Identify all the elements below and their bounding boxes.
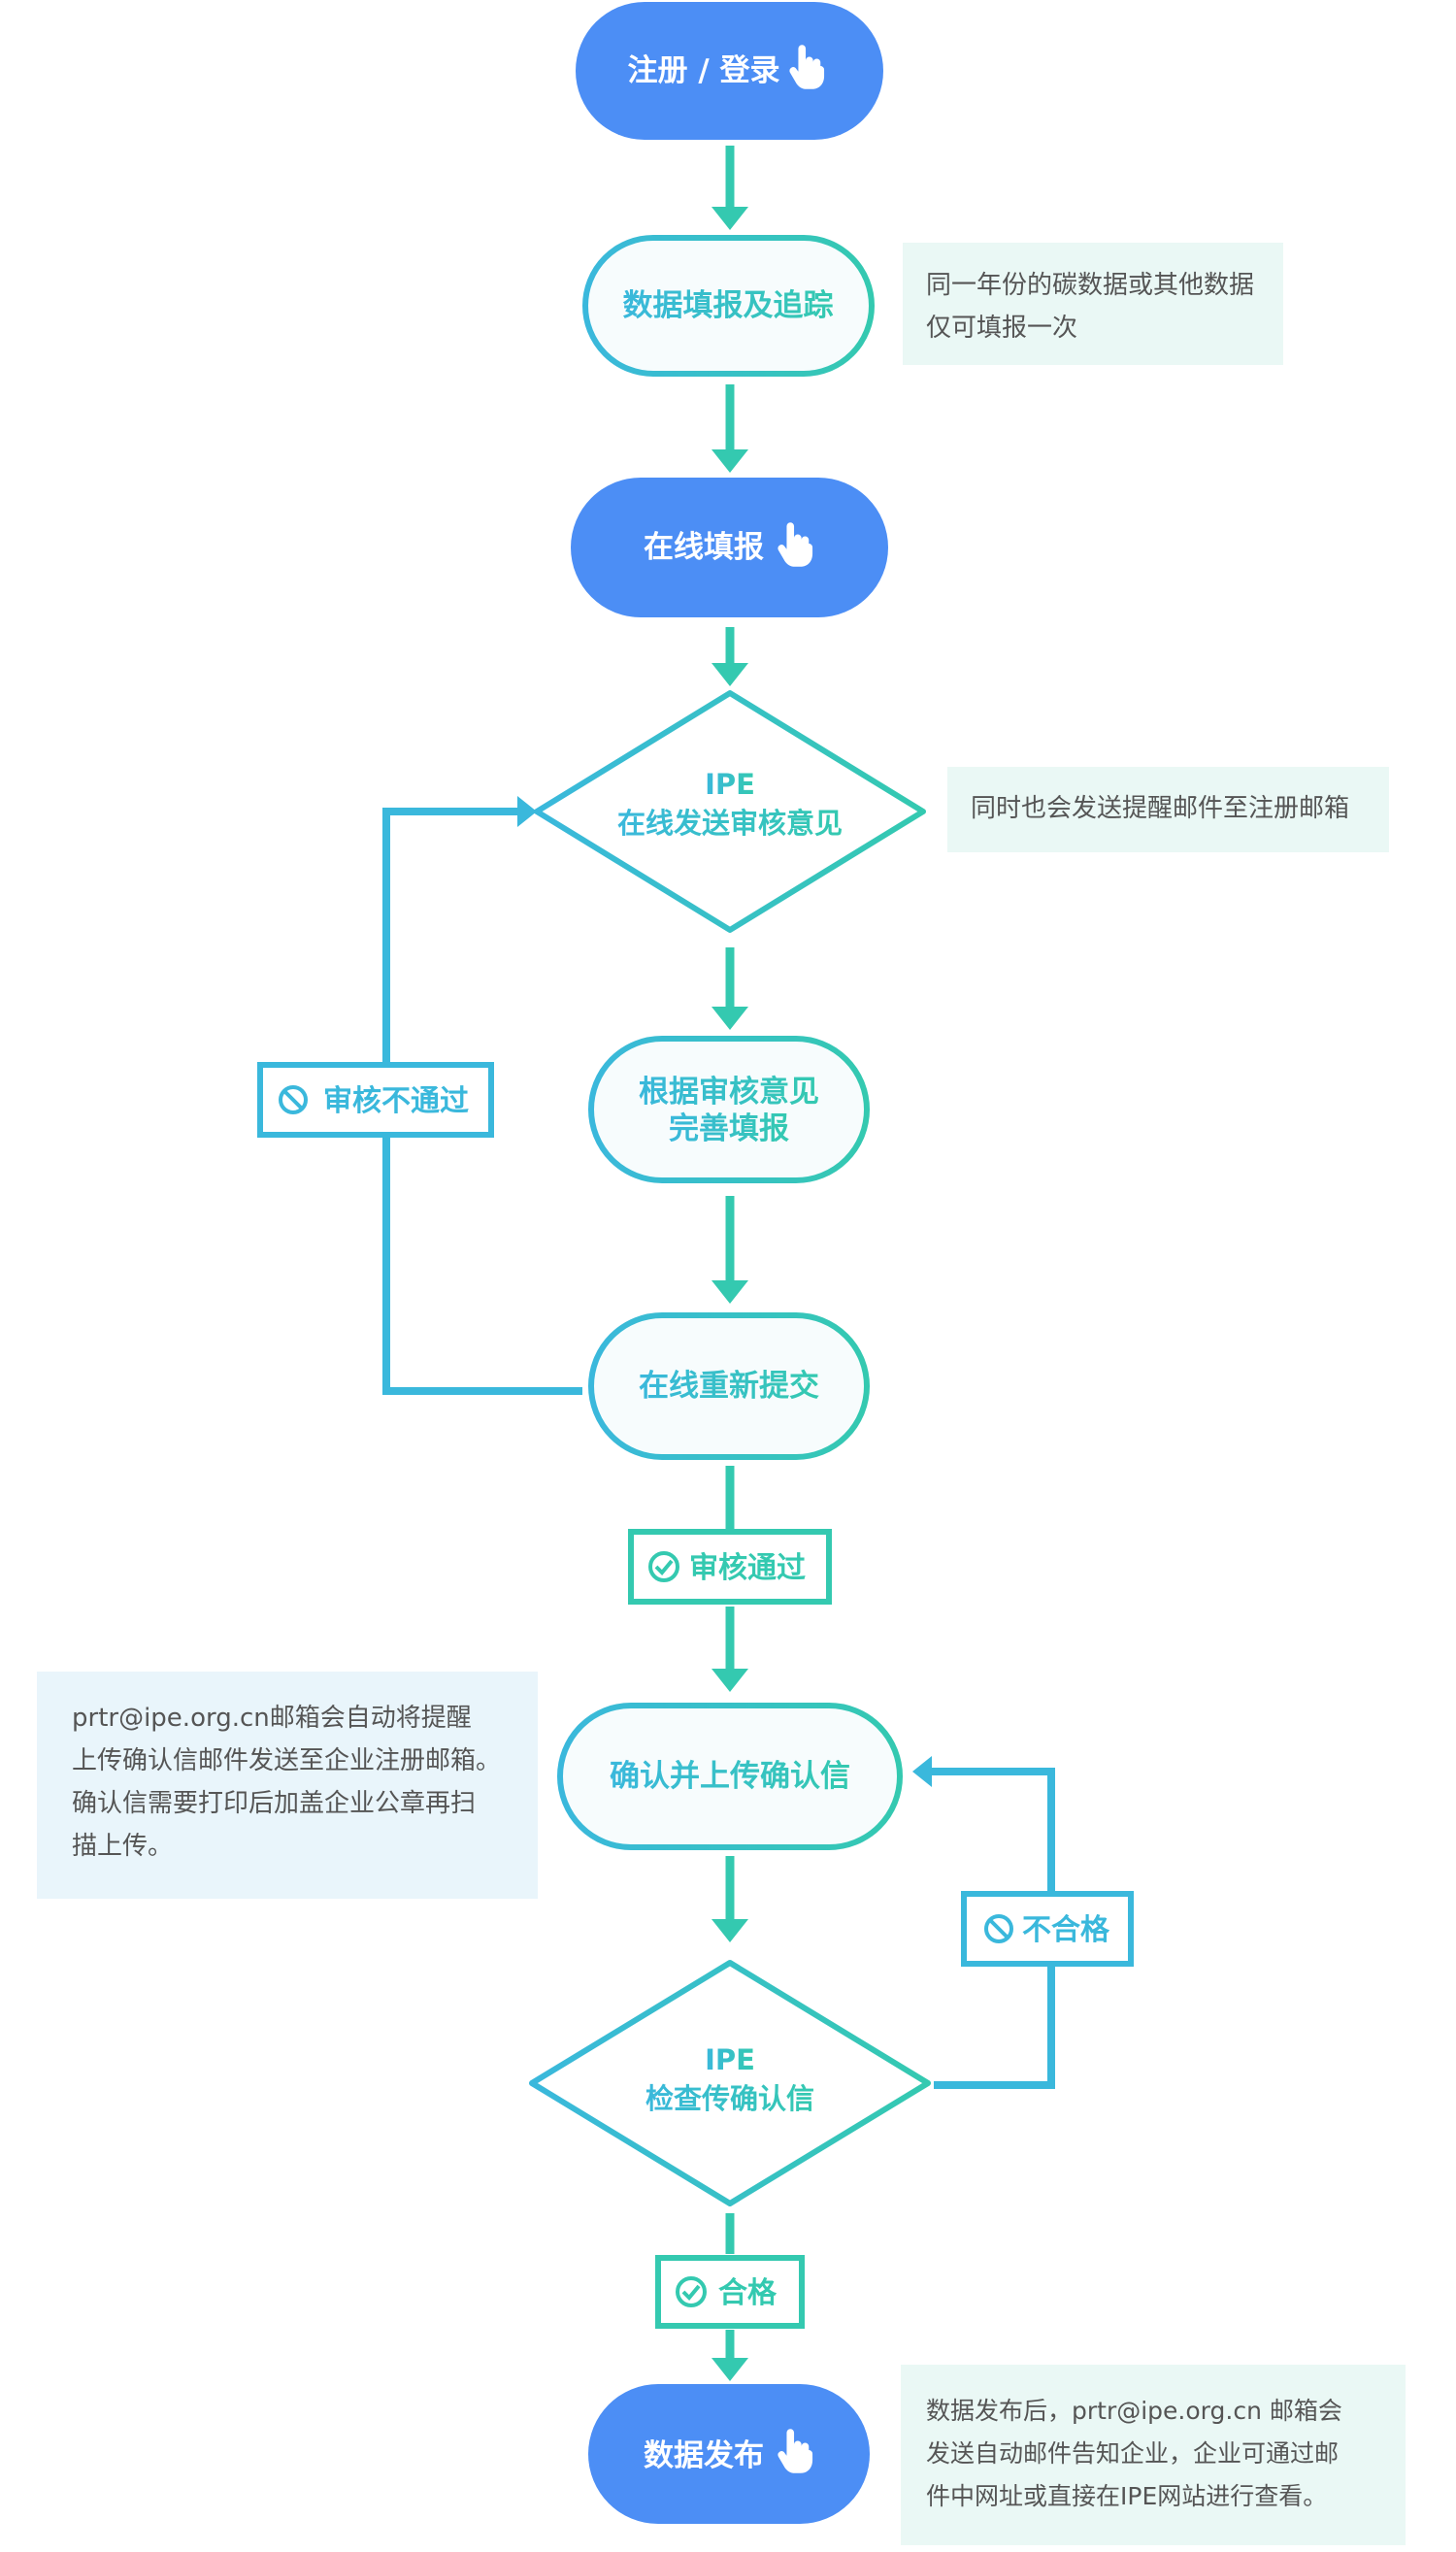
- note-line: 数据发布后，prtr@ipe.org.cn 邮箱会: [926, 2397, 1342, 2425]
- ipe-review-label-line2: 在线发送审核意见: [617, 807, 843, 840]
- publish-button[interactable]: 数据发布: [588, 2384, 870, 2524]
- resubmit-label: 在线重新提交: [639, 1369, 819, 1404]
- review-pass-text: 审核通过: [689, 1551, 806, 1585]
- loop-check-fail: [912, 1756, 1134, 2089]
- note-line: 件中网址或直接在IPE网站进行查看。: [926, 2482, 1328, 2510]
- review-fail-text: 审核不通过: [323, 1084, 469, 1118]
- register-login-button[interactable]: 注册 / 登录: [576, 2, 883, 140]
- ipe-review-decision: IPE 在线发送审核意见: [534, 690, 926, 933]
- reminder-email-note: 同时也会发送提醒邮件至注册邮箱: [947, 767, 1389, 852]
- note-line: prtr@ipe.org.cn邮箱会自动将提醒: [72, 1704, 472, 1733]
- revise-label-line2: 完善填报: [669, 1111, 789, 1146]
- note-line: 描上传。: [72, 1832, 174, 1861]
- upload-confirm-label: 确认并上传确认信: [610, 1759, 850, 1794]
- check-pass-label: 合格: [655, 2255, 805, 2329]
- online-fill-button[interactable]: 在线填报: [571, 478, 888, 617]
- check-circle-icon: [648, 1551, 679, 1582]
- check-circle-icon: [676, 2276, 707, 2307]
- review-pass-label: 审核通过: [628, 1529, 832, 1605]
- ipe-check-label-line2: 检查传确认信: [645, 2082, 814, 2115]
- revise-node: 根据审核意见 完善填报: [588, 1036, 870, 1183]
- fill-once-note: 同一年份的碳数据或其他数据 仅可填报一次: [903, 243, 1283, 365]
- note-line: 同时也会发送提醒邮件至注册邮箱: [971, 794, 1350, 823]
- check-fail-text: 不合格: [1022, 1913, 1110, 1947]
- revise-label-line1: 根据审核意见: [639, 1075, 819, 1110]
- publish-info-note: 数据发布后，prtr@ipe.org.cn 邮箱会 发送自动邮件告知企业，企业可…: [901, 2365, 1406, 2545]
- fill-track-label: 数据填报及追踪: [623, 288, 834, 323]
- ipe-review-label-line1: IPE: [705, 768, 755, 801]
- ipe-check-decision: IPE 检查传确认信: [529, 1960, 931, 2206]
- ban-icon: [279, 1085, 308, 1114]
- note-line: 发送自动邮件告知企业，企业可通过邮: [926, 2439, 1340, 2468]
- upload-info-note: prtr@ipe.org.cn邮箱会自动将提醒 上传确认信邮件发送至企业注册邮箱…: [37, 1672, 538, 1899]
- upload-confirm-node: 确认并上传确认信: [557, 1703, 903, 1850]
- note-line: 同一年份的碳数据或其他数据: [926, 271, 1255, 300]
- note-line: 确认信需要打印后加盖企业公章再扫: [72, 1789, 477, 1818]
- main-flow-arrows: [711, 146, 748, 2381]
- note-line: 仅可填报一次: [926, 314, 1078, 343]
- publish-label: 数据发布: [644, 2438, 764, 2473]
- ipe-check-label-line1: IPE: [705, 2043, 755, 2076]
- online-fill-label: 在线填报: [644, 530, 764, 565]
- fill-track-node: 数据填报及追踪: [582, 235, 875, 377]
- note-line: 上传确认信邮件发送至企业注册邮箱。: [72, 1746, 502, 1775]
- resubmit-node: 在线重新提交: [588, 1312, 870, 1460]
- check-fail-label: 不合格: [984, 1913, 1110, 1947]
- check-pass-text: 合格: [718, 2276, 778, 2310]
- register-login-label: 注册 / 登录: [628, 53, 780, 88]
- ban-icon: [984, 1914, 1013, 1943]
- review-fail-label: 审核不通过: [279, 1084, 469, 1118]
- loop-review-fail: [257, 796, 582, 1395]
